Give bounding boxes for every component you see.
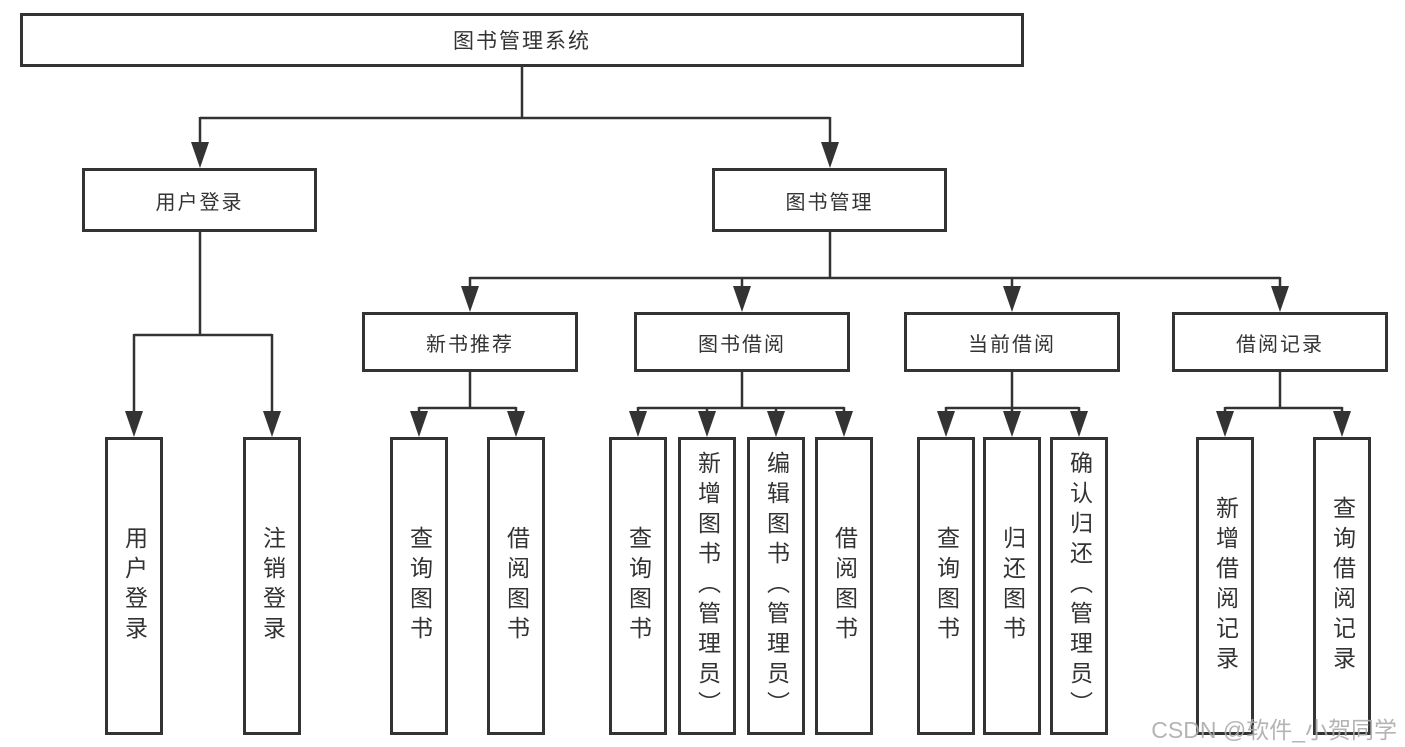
leaf-label: 借阅图书 xyxy=(503,526,530,646)
leaf-query-books-current: 查询图书 xyxy=(917,437,975,735)
leaf-confirm-return-admin: 确认归还（管理员） xyxy=(1050,437,1108,735)
leaf-query-books-borrow: 查询图书 xyxy=(609,437,667,735)
leaf-borrow-books: 借阅图书 xyxy=(815,437,873,735)
leaf-label: 查询借阅记录 xyxy=(1329,496,1356,676)
connector-userlogin-to-leaves xyxy=(125,232,281,437)
leaf-label: 注销登录 xyxy=(259,526,286,646)
leaf-label: 查询图书 xyxy=(406,526,433,646)
node-new-book-recommend: 新书推荐 xyxy=(362,312,578,372)
leaf-logout: 注销登录 xyxy=(243,437,301,735)
connector-bookborrow-to-leaves xyxy=(629,372,853,437)
node-book-management: 图书管理 xyxy=(712,168,947,232)
leaf-label: 新增借阅记录 xyxy=(1212,496,1239,676)
leaf-query-books-recommend: 查询图书 xyxy=(390,437,448,735)
connector-borrowrecords-to-leaves xyxy=(1216,372,1351,437)
node-book-borrow: 图书借阅 xyxy=(634,312,850,372)
leaf-add-borrow-record: 新增借阅记录 xyxy=(1196,437,1254,735)
leaf-borrow-books-recommend: 借阅图书 xyxy=(487,437,545,735)
connector-bookmgmt-to-level3 xyxy=(461,232,1289,312)
leaf-label: 借阅图书 xyxy=(831,526,858,646)
leaf-label: 确认归还（管理员） xyxy=(1066,451,1093,721)
leaf-label: 新增图书（管理员） xyxy=(694,451,721,721)
leaf-label: 编辑图书（管理员） xyxy=(763,451,790,721)
leaf-label: 查询图书 xyxy=(625,526,652,646)
leaf-user-login: 用户登录 xyxy=(105,437,163,735)
leaf-edit-books-admin: 编辑图书（管理员） xyxy=(747,437,805,735)
node-root-library-system: 图书管理系统 xyxy=(20,13,1024,67)
node-borrow-records: 借阅记录 xyxy=(1172,312,1388,372)
leaf-label: 用户登录 xyxy=(121,526,148,646)
node-user-login: 用户登录 xyxy=(82,168,317,232)
connector-newbook-to-leaves xyxy=(410,372,525,437)
leaf-label: 归还图书 xyxy=(999,526,1026,646)
connector-currentborrow-to-leaves xyxy=(937,372,1088,437)
leaf-return-books: 归还图书 xyxy=(983,437,1041,735)
connector-root-to-level2 xyxy=(191,67,839,168)
node-current-borrow: 当前借阅 xyxy=(904,312,1120,372)
leaf-add-books-admin: 新增图书（管理员） xyxy=(678,437,736,735)
leaf-query-borrow-record: 查询借阅记录 xyxy=(1313,437,1371,735)
leaf-label: 查询图书 xyxy=(933,526,960,646)
